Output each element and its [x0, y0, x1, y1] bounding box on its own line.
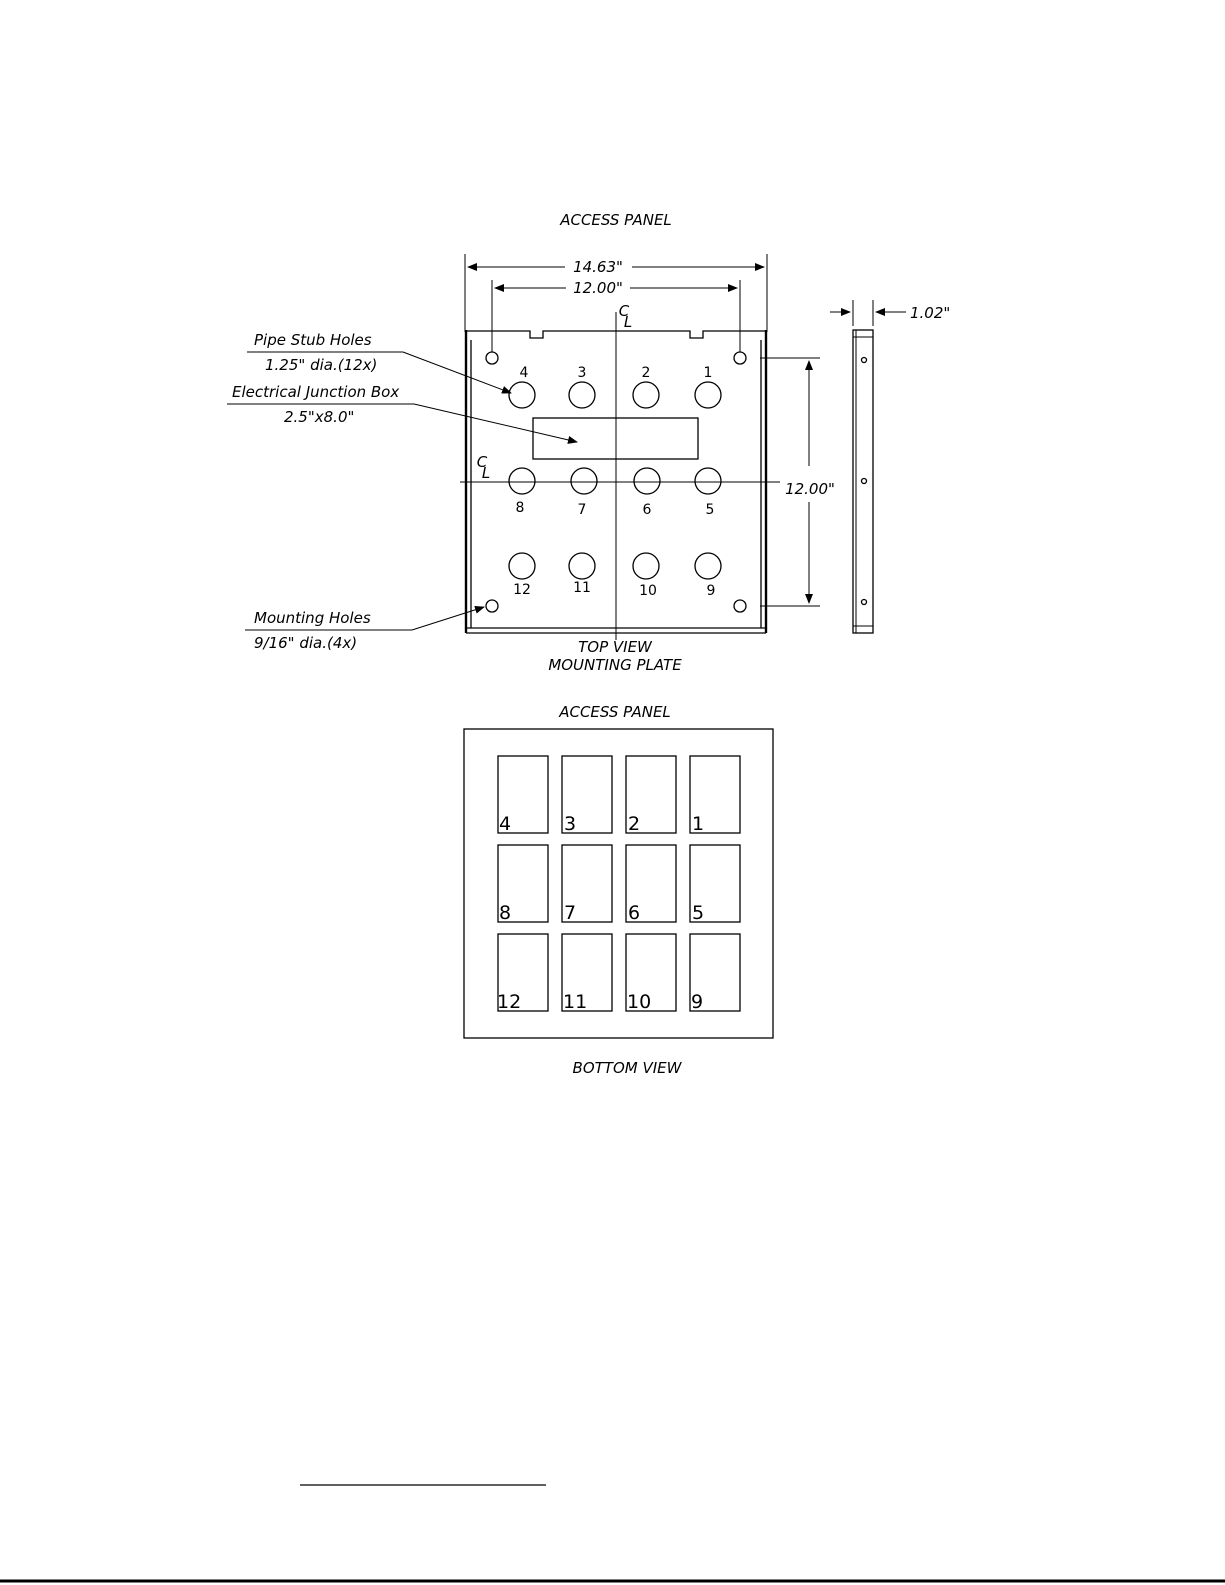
cell-label: 11 [563, 991, 587, 1013]
hole-label: 9 [707, 583, 716, 599]
pipe-stub-hole [633, 553, 659, 579]
dim-overall-width-label: 14.63" [573, 258, 623, 276]
hole-label: 3 [578, 365, 587, 381]
centerlines: C L C L [460, 302, 780, 640]
side-hole [862, 600, 867, 605]
mounting-hole [734, 352, 746, 364]
cell-label: 5 [692, 902, 704, 924]
side-hole [862, 358, 867, 363]
hole-label: 12 [513, 582, 531, 598]
pipe-stub-hole [695, 553, 721, 579]
top-view-caption: TOP VIEW [578, 638, 653, 656]
callout-mount-line1: Mounting Holes [254, 609, 371, 627]
pipe-stub-hole [633, 382, 659, 408]
callout-mount-line2: 9/16" dia.(4x) [254, 634, 357, 652]
callout-junction-box: Electrical Junction Box 2.5"x8.0" [227, 383, 577, 442]
bottom-view-cell-labels: 4 3 2 1 8 7 6 5 12 11 10 9 [497, 813, 704, 1013]
mounting-hole [486, 600, 498, 612]
pipe-stub-hole [509, 382, 535, 408]
pipe-stub-holes [509, 382, 721, 579]
callout-pipe-line2: 1.25" dia.(12x) [265, 356, 377, 374]
cell-label: 9 [691, 991, 703, 1013]
bottom-view-caption: BOTTOM VIEW [573, 1059, 683, 1077]
centerline-sub-horizontal: L [482, 464, 490, 482]
hole-label: 2 [642, 365, 651, 381]
side-view: 1.02" [830, 300, 950, 633]
pipe-stub-hole [569, 553, 595, 579]
mounting-hole [734, 600, 746, 612]
pipe-stub-hole [695, 468, 721, 494]
centerline-sub-vertical: L [624, 313, 632, 331]
cell-label: 1 [692, 813, 704, 835]
pipe-stub-hole [509, 553, 535, 579]
pipe-stub-hole [634, 468, 660, 494]
bottom-view-cells [498, 756, 740, 1011]
mounting-hole [486, 352, 498, 364]
callout-box-line1: Electrical Junction Box [232, 383, 399, 401]
dim-thickness-label: 1.02" [910, 304, 950, 322]
mounting-plate-caption: MOUNTING PLATE [548, 656, 682, 674]
cell-label: 4 [499, 813, 511, 835]
callout-mounting-holes: Mounting Holes 9/16" dia.(4x) [245, 607, 484, 652]
hole-label: 10 [639, 583, 657, 599]
hole-label: 4 [520, 365, 529, 381]
side-hole [862, 479, 867, 484]
callout-pipe-line1: Pipe Stub Holes [254, 331, 372, 349]
cell-label: 10 [627, 991, 651, 1013]
pipe-stub-hole [569, 382, 595, 408]
hole-label: 6 [643, 502, 652, 518]
cell-label: 6 [628, 902, 640, 924]
cell-label: 8 [499, 902, 511, 924]
hole-label: 8 [516, 500, 525, 516]
dim-hole-spacing-v-label: 12.00" [785, 480, 835, 498]
top-view-header: ACCESS PANEL [559, 211, 672, 229]
pipe-stub-hole [509, 468, 535, 494]
cell-label: 7 [564, 902, 576, 924]
pipe-stub-hole [571, 468, 597, 494]
cell-label: 12 [497, 991, 521, 1013]
bottom-view-header: ACCESS PANEL [558, 703, 671, 721]
hole-label: 11 [573, 580, 591, 596]
hole-label: 7 [578, 502, 587, 518]
hole-label: 1 [704, 365, 713, 381]
pipe-stub-hole [695, 382, 721, 408]
cell-label: 2 [628, 813, 640, 835]
dim-hole-spacing-h-label: 12.00" [573, 279, 623, 297]
hole-label: 5 [706, 502, 715, 518]
callout-box-line2: 2.5"x8.0" [284, 408, 354, 426]
cell-label: 3 [564, 813, 576, 835]
